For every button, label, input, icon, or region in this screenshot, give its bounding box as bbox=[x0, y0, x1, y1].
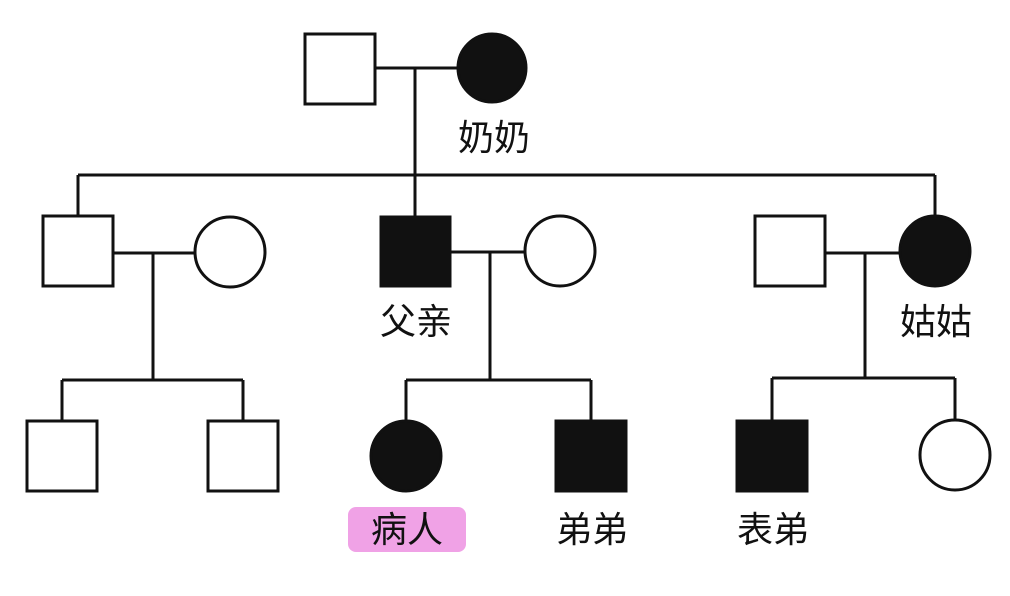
uncle-wife-symbol bbox=[193, 215, 267, 289]
cousin-sister-symbol bbox=[918, 418, 992, 492]
patient-label: 病人 bbox=[371, 510, 443, 551]
uncle-son-1-symbol bbox=[25, 419, 99, 493]
uncle-symbol bbox=[41, 214, 115, 288]
grandfather-symbol bbox=[303, 32, 377, 106]
father-symbol bbox=[379, 215, 452, 288]
grandmother-label: 奶奶 bbox=[458, 118, 530, 159]
cousin-label: 表弟 bbox=[737, 510, 809, 551]
mother-symbol bbox=[523, 214, 597, 288]
connector-lines bbox=[60, 66, 957, 421]
aunt-symbol bbox=[898, 214, 972, 288]
father-label: 父亲 bbox=[380, 302, 452, 343]
patient-symbol bbox=[369, 419, 443, 493]
aunt-husband-symbol bbox=[753, 214, 827, 288]
brother-label: 弟弟 bbox=[556, 510, 628, 551]
aunt-label: 姑姑 bbox=[900, 302, 972, 343]
patient-label-highlight bbox=[348, 507, 466, 552]
grandmother-symbol bbox=[456, 32, 528, 104]
cousin-symbol bbox=[735, 419, 809, 493]
brother-symbol bbox=[554, 419, 628, 493]
uncle-son-2-symbol bbox=[206, 419, 280, 493]
